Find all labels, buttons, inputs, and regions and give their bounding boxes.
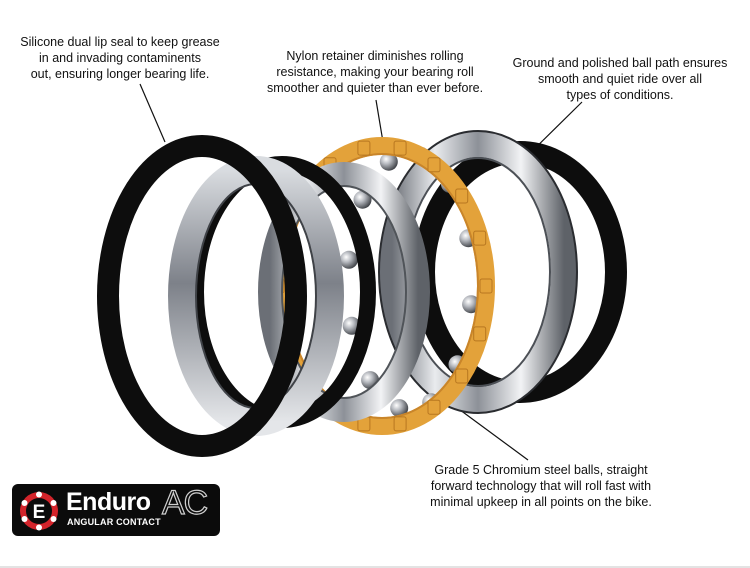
leader-line-seal xyxy=(139,83,166,143)
steel-ball xyxy=(353,190,372,209)
seal-ring-front xyxy=(97,135,307,457)
logo-suffix: AC xyxy=(161,483,208,522)
retainer-tab xyxy=(427,399,441,415)
callout-seal: Silicone dual lip seal to keep grease in… xyxy=(20,35,220,81)
badge-letter: E xyxy=(33,502,46,523)
retainer-tab xyxy=(393,140,407,156)
enduro-ac-logo: E Enduro AC ANGULAR CONTACT xyxy=(12,483,220,536)
retainer-tab xyxy=(393,416,407,432)
leader-line-balls xyxy=(451,403,529,461)
retainer-tab xyxy=(455,188,469,204)
retainer-tab xyxy=(455,368,469,384)
callout-steel-balls: Grade 5 Chromium steel balls, straight f… xyxy=(430,463,652,509)
callout-retainer: Nylon retainer diminishes rolling resist… xyxy=(266,49,484,95)
retainer-tab xyxy=(357,140,371,156)
callout-ball-path: Ground and polished ball path ensures sm… xyxy=(512,56,728,102)
logo-brand: Enduro xyxy=(66,488,151,516)
enduro-badge-icon: E xyxy=(20,491,58,531)
inner-race xyxy=(258,162,430,422)
retainer-tab xyxy=(473,230,487,246)
bottom-divider xyxy=(0,566,750,568)
logo-tagline: ANGULAR CONTACT xyxy=(67,517,161,527)
steel-ball xyxy=(379,152,398,171)
outer-shell xyxy=(168,156,344,436)
retainer-tab xyxy=(473,326,487,342)
steel-ball xyxy=(339,250,358,269)
steel-ball xyxy=(390,399,409,418)
retainer-tab xyxy=(427,157,441,173)
retainer-tab xyxy=(479,278,493,294)
